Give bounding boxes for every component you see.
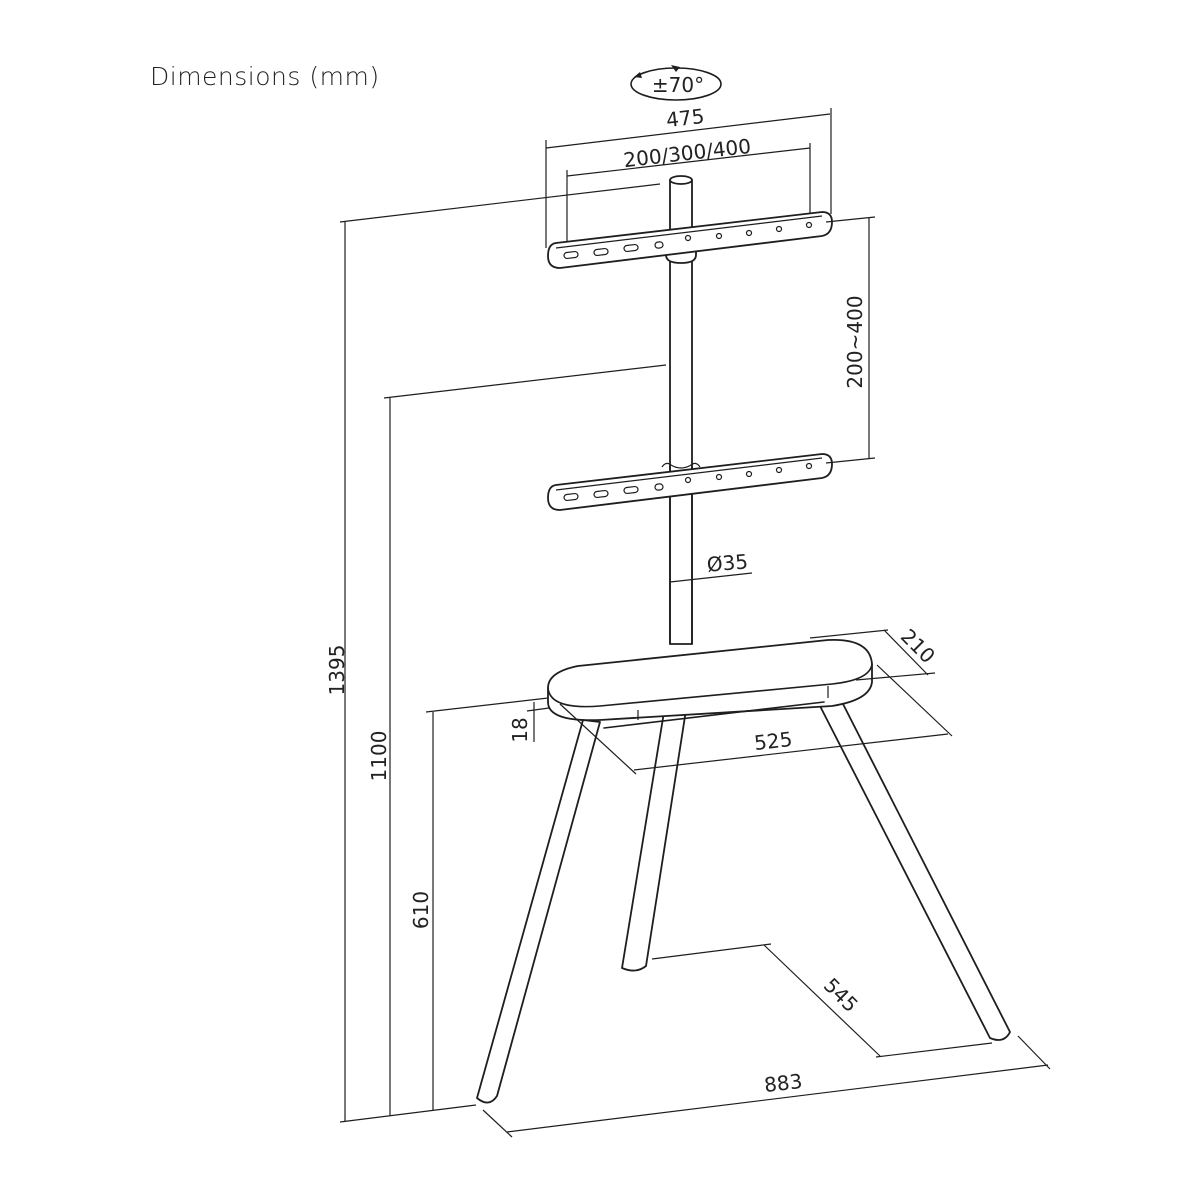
- rear-leg-spread-label: 545: [819, 973, 863, 1017]
- base-width-dimension: 883: [482, 1035, 1051, 1138]
- shelf-thickness-label: 18: [508, 717, 532, 742]
- bracket-width-dimension: 475: [545, 104, 832, 248]
- total-height-dimension: 1395: [325, 183, 661, 1122]
- height-1100-label: 1100: [367, 731, 391, 782]
- rear-leg-spread-dimension: 545: [651, 943, 993, 1058]
- shelf-depth-label: 210: [896, 624, 940, 668]
- rotation-arrow-left-icon: [634, 72, 642, 78]
- vesa-height-dimension: 200~400: [825, 216, 876, 464]
- rotation-arrow-right-icon: [671, 65, 680, 72]
- lower-vesa-bracket: [547, 453, 833, 511]
- pole: [669, 253, 693, 645]
- base-width-label: 883: [763, 1069, 804, 1097]
- right-front-leg: [819, 701, 1011, 1041]
- top-vesa-bracket: [547, 175, 833, 269]
- pole-diameter-dimension: Ø35: [669, 549, 753, 583]
- shelf: [547, 639, 873, 729]
- vesa-height-label: 200~400: [843, 295, 867, 388]
- rear-leg: [621, 709, 687, 972]
- ground-reference-line: [339, 1104, 477, 1123]
- shelf-height-label: 610: [409, 891, 433, 929]
- bracket-width-label: 475: [665, 104, 706, 132]
- shelf-height-dimension: 610: [409, 697, 549, 1110]
- vesa-width-label: 200/300/400: [622, 134, 752, 172]
- bracket-slots: [563, 221, 813, 260]
- rotation-label: ±70°: [652, 73, 704, 97]
- diagram-title: Dimensions (mm): [150, 62, 380, 91]
- left-front-leg: [476, 719, 601, 1104]
- shelf-width-dimension: 525: [559, 664, 953, 775]
- shelf-thickness-dimension: 18: [508, 702, 550, 743]
- height-1100-dimension: 1100: [367, 364, 667, 1116]
- shelf-width-label: 525: [753, 727, 794, 755]
- total-height-label: 1395: [325, 645, 349, 696]
- pole-diameter-label: Ø35: [706, 549, 749, 576]
- rotation-indicator: ±70°: [630, 65, 722, 101]
- bracket-slots: [563, 462, 813, 502]
